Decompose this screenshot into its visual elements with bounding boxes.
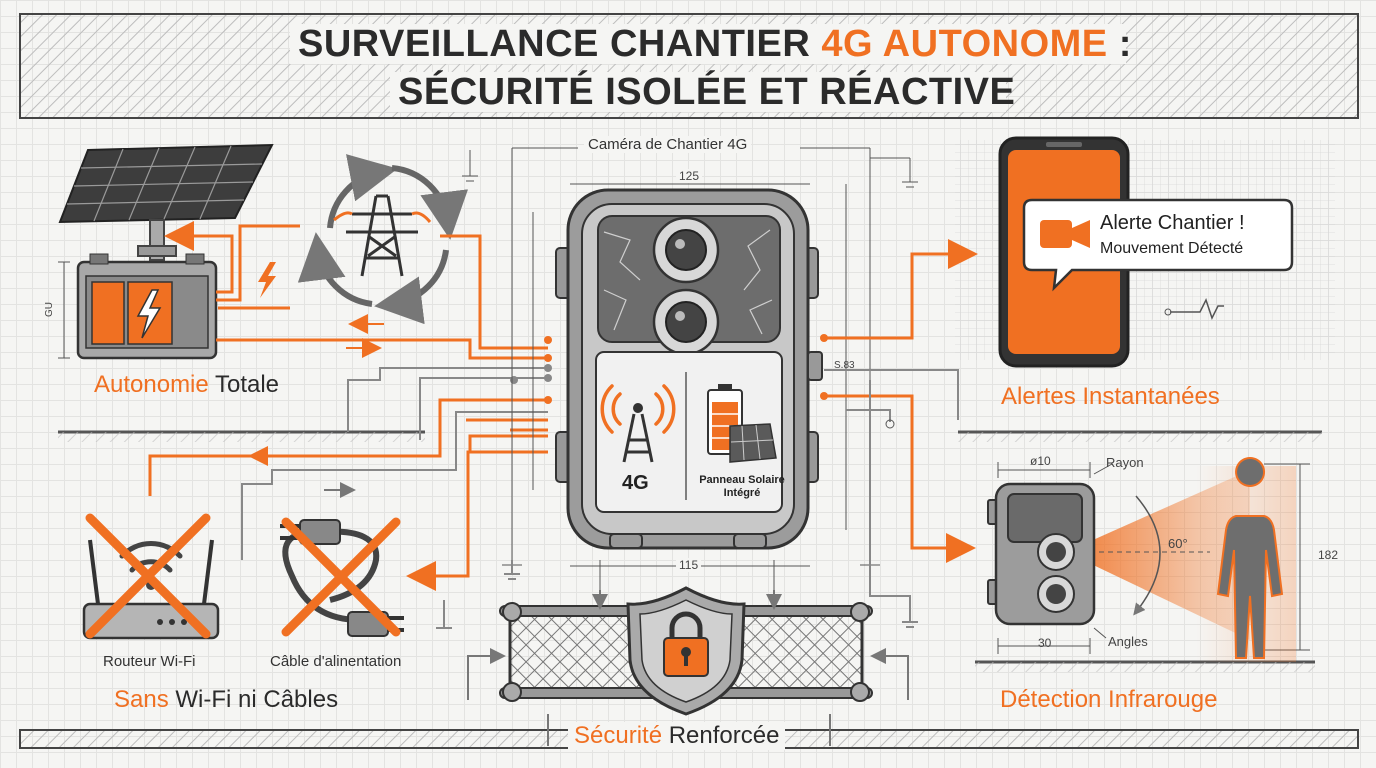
label-cable: Câble d'alinentation <box>270 653 402 670</box>
battery-icon <box>76 253 218 360</box>
ir-camera-icon <box>987 482 1096 626</box>
camera-dim-right: S.83 <box>834 360 855 371</box>
solar-battery-icon <box>707 384 777 463</box>
label-security: Sécurité Renforcée <box>568 722 786 750</box>
title-part-colon: : <box>1107 23 1132 65</box>
alert-title: Alerte Chantier ! <box>1100 212 1245 234</box>
grey-wires-left <box>241 367 548 629</box>
label-autonomy-rest: Totale <box>208 371 280 398</box>
camera-dim-top: 125 <box>676 169 703 183</box>
label-no-wifi-highlight: Sans <box>114 686 169 713</box>
spark-icon <box>258 262 276 298</box>
ir-dimension-lines <box>997 462 1310 654</box>
router-cross-icon <box>85 513 211 639</box>
label-autonomy-highlight: Autonomie <box>94 371 209 398</box>
solar-panel-icon <box>58 143 274 261</box>
alert-subtitle: Mouvement Détecté <box>1100 240 1244 257</box>
title-line-1: SURVEILLANCE CHANTIER 4G AUTONOME : <box>290 23 1131 65</box>
label-router: Routeur Wi-Fi <box>103 653 196 670</box>
label-security-highlight: Sécurité <box>574 722 663 749</box>
ir-angles: Angles <box>1108 634 1148 649</box>
ir-dim-bottom: 30 <box>1038 636 1052 650</box>
label-autonomy: Autonomie Totale <box>94 371 279 399</box>
label-no-wifi: Sans Wi-Fi ni Câbles <box>114 686 338 714</box>
shield-lock-icon <box>626 586 746 716</box>
label-infrared: Détection Infrarouge <box>1000 686 1218 713</box>
cable-cross-icon <box>281 517 401 637</box>
camera-dim-bottom: 115 <box>676 558 702 572</box>
ir-dim-top: ø10 <box>1030 454 1051 468</box>
badge-solar: Panneau Solaire Intégré <box>699 474 785 499</box>
battery-dim: GU <box>44 302 55 317</box>
ir-height: 182 <box>1318 548 1339 562</box>
person-silhouette-icon <box>1216 457 1284 659</box>
label-alerts: Alertes Instantanées <box>1001 383 1220 410</box>
battery-cables <box>164 221 548 360</box>
orange-wires-left <box>148 398 548 591</box>
power-cycle-icon <box>297 154 469 325</box>
camera-label: Caméra de Chantier 4G <box>584 136 752 153</box>
label-security-rest: Renforcée <box>662 722 780 749</box>
badge-4g: 4G <box>622 472 649 494</box>
orange-wires-right <box>824 239 978 563</box>
alert-bubble <box>1022 198 1294 292</box>
antenna-4g-icon <box>600 384 676 463</box>
ir-angle: 60° <box>1168 536 1188 551</box>
label-no-wifi-rest: Wi-Fi ni Câbles <box>168 686 339 713</box>
title-line-2: SÉCURITÉ ISOLÉE ET RÉACTIVE <box>390 72 1015 112</box>
title-part-highlight: 4G AUTONOME <box>821 23 1108 65</box>
title-part-a: SURVEILLANCE CHANTIER <box>298 23 822 65</box>
ir-rayon: Rayon <box>1106 455 1144 470</box>
